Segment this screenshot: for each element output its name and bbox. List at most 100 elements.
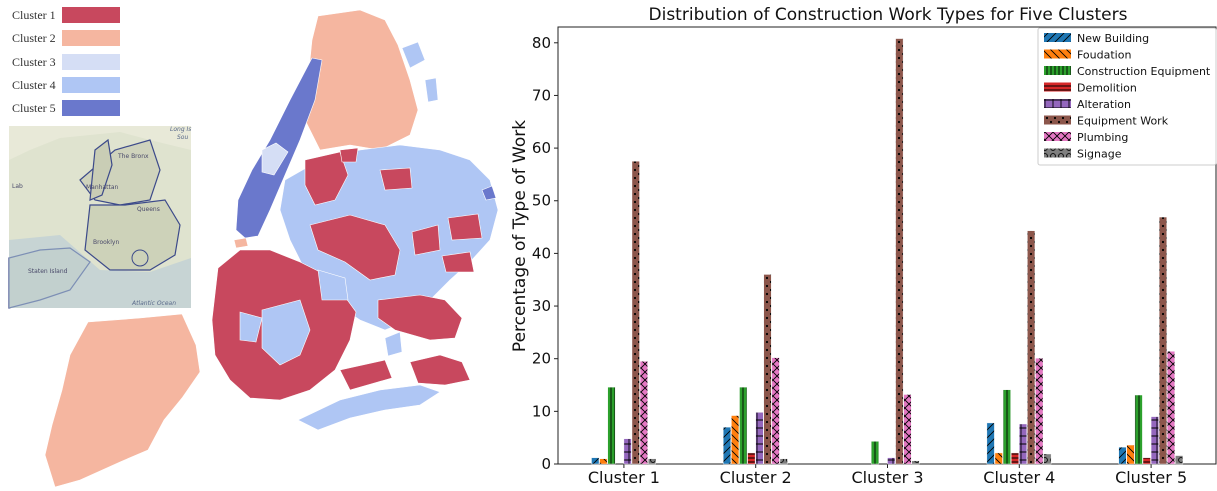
legend-swatch: [1044, 33, 1071, 42]
bar: [903, 394, 912, 465]
cluster-map: Cluster 1 Cluster 2 Cluster 3 Cluster 4 …: [8, 7, 499, 488]
map-legend-item-5: Cluster 5: [12, 100, 120, 116]
legend-label: Equipment Work: [1077, 115, 1169, 128]
legend-swatch: [1044, 82, 1071, 92]
bar: [647, 458, 656, 465]
bar-marks: [591, 38, 1184, 465]
bar: [1019, 423, 1027, 465]
legend-label-cluster-1: Cluster 1: [12, 8, 56, 22]
inset-label-lab: Lab: [12, 183, 23, 190]
map-legend: Cluster 1 Cluster 2 Cluster 3 Cluster 4 …: [12, 7, 120, 116]
inset-label-staten-island: Staten Island: [28, 268, 68, 275]
work-type-chart-panel: Distribution of Construction Work Types …: [505, 0, 1217, 487]
bar: [895, 38, 904, 465]
inset-label-atlantic-ocean: Atlantic Ocean: [131, 300, 176, 307]
region-queens-c1-g: [339, 147, 359, 163]
legend-swatch-cluster-5: [62, 100, 120, 116]
bar: [607, 386, 616, 465]
y-tick-label: 10: [532, 402, 551, 420]
y-tick-label: 20: [532, 350, 551, 368]
legend-swatch: [1044, 99, 1071, 108]
inset-label-bronx: The Bronx: [117, 153, 149, 160]
bar: [1002, 389, 1011, 465]
bar: [1175, 455, 1184, 465]
inset-land-north: [9, 126, 191, 160]
region-bronx-east-b: [424, 77, 439, 103]
legend-swatch-cluster-1: [62, 7, 120, 23]
bar: [1043, 453, 1052, 465]
y-axis-title: Percentage of Type of Work: [510, 120, 530, 352]
bar: [994, 452, 1003, 465]
legend-label: New Building: [1077, 32, 1149, 45]
region-queens-c1-d: [411, 224, 441, 256]
region-queens-c1-e: [447, 213, 483, 241]
x-tick-label: Cluster 3: [851, 468, 923, 487]
region-rockaway-c4: [297, 384, 441, 431]
region-queens-c5-dot: [481, 185, 497, 201]
y-tick-label: 80: [532, 34, 551, 52]
inset-label-brooklyn: Brooklyn: [93, 239, 119, 246]
bar: [763, 274, 772, 465]
bar: [887, 457, 896, 465]
map-legend-item-2: Cluster 2: [12, 30, 120, 46]
region-queens-c1-a: [304, 151, 349, 206]
bar: [911, 460, 920, 465]
bar: [739, 386, 748, 465]
y-tick-label: 40: [532, 244, 551, 262]
inset-bay-marker: [131, 249, 149, 267]
nyc-borough-map: [44, 9, 499, 488]
inset-label-long-island: Long Is: [170, 126, 191, 133]
legend-swatch: [1044, 49, 1071, 59]
legend-swatch: [1044, 66, 1071, 75]
legend-swatch-cluster-3: [62, 54, 120, 70]
legend-box: [1037, 27, 1217, 166]
bar: [771, 357, 780, 465]
y-tick-label: 30: [532, 297, 551, 315]
map-legend-item-4: Cluster 4: [12, 77, 120, 93]
x-tick-label: Cluster 1: [588, 468, 660, 487]
y-tick-label: 50: [532, 192, 551, 210]
inset-reference-map: The Bronx Manhattan Queens Brooklyn Stat…: [8, 126, 191, 309]
region-queens-c1-f: [441, 251, 475, 273]
bar: [731, 415, 740, 465]
bar: [1142, 457, 1151, 465]
inset-label-queens: Queens: [137, 206, 160, 213]
legend-label: Construction Equipment: [1077, 65, 1211, 78]
bar: [631, 161, 640, 465]
bar: [1118, 446, 1127, 465]
bar: [1027, 230, 1036, 465]
inset-manhattan: [89, 138, 113, 201]
bar: [1035, 357, 1044, 465]
x-tick-label: Cluster 4: [983, 468, 1055, 487]
region-bay-island: [384, 331, 403, 357]
bar: [1011, 452, 1019, 465]
region-queens-c1-h: [377, 294, 463, 341]
legend-label-cluster-2: Cluster 2: [12, 31, 56, 45]
legend-swatch: [1044, 115, 1071, 125]
cluster-map-panel: Cluster 1 Cluster 2 Cluster 3 Cluster 4 …: [0, 0, 505, 488]
region-bronx: [304, 9, 419, 151]
bar: [1150, 416, 1159, 465]
bar: [1126, 444, 1135, 465]
region-south-brooklyn-c1: [339, 359, 393, 391]
bar: [623, 438, 632, 465]
legend-swatch: [1044, 148, 1071, 158]
region-brooklyn-c4-c: [317, 269, 349, 301]
legend-swatch: [1044, 132, 1071, 141]
legend-label-cluster-4: Cluster 4: [12, 78, 56, 92]
bar: [599, 458, 608, 465]
y-tick-label: 70: [532, 86, 551, 104]
work-type-bar-chart: Distribution of Construction Work Types …: [510, 5, 1217, 487]
region-brooklyn-c4-b: [239, 311, 263, 343]
legend-label-cluster-5: Cluster 5: [12, 101, 56, 115]
region-queens-c1-c: [379, 167, 413, 191]
region-central-park: [261, 142, 289, 176]
inset-brooklyn: [84, 199, 181, 271]
region-bronx-east-a: [401, 41, 426, 69]
y-tick-label: 0: [541, 455, 551, 473]
bar: [591, 457, 600, 465]
chart-title: Distribution of Construction Work Types …: [649, 5, 1128, 25]
